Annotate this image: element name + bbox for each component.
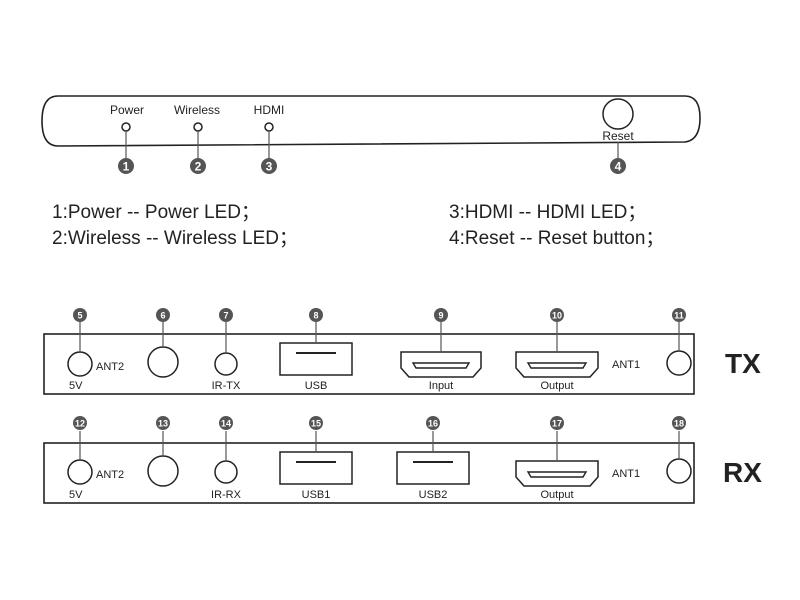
callout-8: 8 bbox=[309, 308, 323, 343]
callout-14: 14 bbox=[219, 416, 233, 461]
tx-ir-port bbox=[214, 352, 238, 376]
svg-text:11: 11 bbox=[674, 311, 684, 321]
svg-text:4: 4 bbox=[615, 160, 622, 174]
rx-ir-port bbox=[214, 460, 238, 484]
rx-usb2-label: USB2 bbox=[419, 489, 448, 501]
rx-irrx-label: IR-RX bbox=[211, 489, 242, 501]
legend-item-3: 3:HDMI -- HDMI LED； bbox=[449, 202, 647, 223]
rx-panel-outline bbox=[43, 442, 695, 504]
tx-panel-outline bbox=[43, 333, 695, 395]
reset-label: Reset bbox=[602, 129, 634, 143]
svg-text:2: 2 bbox=[195, 160, 202, 174]
front-panel-outline bbox=[41, 95, 701, 147]
callout-7: 7 bbox=[219, 308, 233, 353]
tx-output-label: Output bbox=[540, 380, 573, 392]
rx-hdmi-output-port bbox=[515, 460, 599, 487]
tx-ant1-port bbox=[666, 350, 692, 376]
callout-4: 4 bbox=[610, 142, 626, 174]
rx-side-label: RX bbox=[723, 457, 762, 488]
svg-text:16: 16 bbox=[428, 419, 438, 429]
svg-text:9: 9 bbox=[438, 311, 443, 321]
rx-ant1-label: ANT1 bbox=[612, 468, 640, 480]
svg-text:18: 18 bbox=[674, 419, 684, 429]
tx-usb-port bbox=[279, 342, 353, 376]
callout-12: 12 bbox=[73, 416, 87, 460]
hdmi-label: HDMI bbox=[254, 103, 285, 117]
power-led bbox=[121, 122, 131, 132]
svg-text:5: 5 bbox=[77, 311, 82, 321]
rx-hdmi-output-inner bbox=[526, 471, 588, 478]
tx-hdmi-input-port bbox=[400, 351, 482, 378]
callout-10: 10 bbox=[550, 308, 564, 352]
svg-text:12: 12 bbox=[75, 419, 85, 429]
svg-text:17: 17 bbox=[552, 419, 562, 429]
callout-1: 1 bbox=[118, 131, 134, 174]
tx-ant1-label: ANT1 bbox=[612, 359, 640, 371]
callout-17: 17 bbox=[550, 416, 564, 461]
callout-13: 13 bbox=[156, 416, 170, 456]
callout-11: 11 bbox=[672, 308, 686, 351]
rx-round-port bbox=[147, 455, 179, 487]
tx-side-label: TX bbox=[725, 348, 761, 379]
svg-text:1: 1 bbox=[123, 160, 130, 174]
callout-3: 3 bbox=[261, 131, 277, 174]
legend-item-1: 1:Power -- Power LED； bbox=[52, 202, 261, 223]
callout-2: 2 bbox=[190, 131, 206, 174]
svg-text:13: 13 bbox=[158, 419, 168, 429]
wireless-led bbox=[193, 122, 203, 132]
rx-usb2-port bbox=[396, 451, 470, 485]
tx-ant2-5v-port bbox=[67, 351, 93, 377]
legend-item-4: 4:Reset -- Reset button； bbox=[449, 228, 665, 249]
front-panel: Power Wireless HDMI Reset 1 2 3 4 bbox=[41, 95, 701, 174]
rx-ant1-port bbox=[666, 458, 692, 484]
callout-5: 5 bbox=[73, 308, 87, 352]
svg-text:15: 15 bbox=[311, 419, 321, 429]
tx-panel: ANT2 5V IR-TX USB Input Output ANT1 TX 5 bbox=[43, 308, 761, 395]
svg-text:8: 8 bbox=[313, 311, 318, 321]
tx-irtx-label: IR-TX bbox=[212, 380, 241, 392]
callout-9: 9 bbox=[434, 308, 448, 352]
callout-16: 16 bbox=[426, 416, 440, 452]
tx-hdmi-output-port bbox=[515, 351, 599, 378]
tx-hdmi-input-inner bbox=[411, 362, 471, 369]
rx-5v-label: 5V bbox=[69, 489, 83, 501]
rx-ant2-5v-port bbox=[67, 459, 93, 485]
tx-hdmi-output-inner bbox=[526, 362, 588, 369]
callout-18: 18 bbox=[672, 416, 686, 459]
rx-panel: ANT2 5V IR-RX USB1 USB2 Output ANT1 RX 1… bbox=[43, 416, 762, 504]
tx-usb-label: USB bbox=[305, 380, 328, 392]
tx-round-port bbox=[147, 346, 179, 378]
power-label: Power bbox=[110, 103, 144, 117]
rx-ant2-label: ANT2 bbox=[96, 469, 124, 481]
svg-text:10: 10 bbox=[552, 311, 562, 321]
svg-text:7: 7 bbox=[223, 311, 228, 321]
svg-text:14: 14 bbox=[221, 419, 231, 429]
svg-text:6: 6 bbox=[160, 311, 165, 321]
callout-15: 15 bbox=[309, 416, 323, 452]
tx-5v-label: 5V bbox=[69, 380, 83, 392]
rx-usb1-port bbox=[279, 451, 353, 485]
wireless-label: Wireless bbox=[174, 103, 220, 117]
svg-text:3: 3 bbox=[266, 160, 273, 174]
tx-ant2-label: ANT2 bbox=[96, 361, 124, 373]
reset-button bbox=[602, 98, 634, 130]
hdmi-led bbox=[264, 122, 274, 132]
legend-item-2: 2:Wireless -- Wireless LED； bbox=[52, 228, 298, 249]
rx-usb1-label: USB1 bbox=[302, 489, 331, 501]
rx-output-label: Output bbox=[540, 489, 573, 501]
tx-input-label: Input bbox=[429, 380, 453, 392]
callout-6: 6 bbox=[156, 308, 170, 347]
